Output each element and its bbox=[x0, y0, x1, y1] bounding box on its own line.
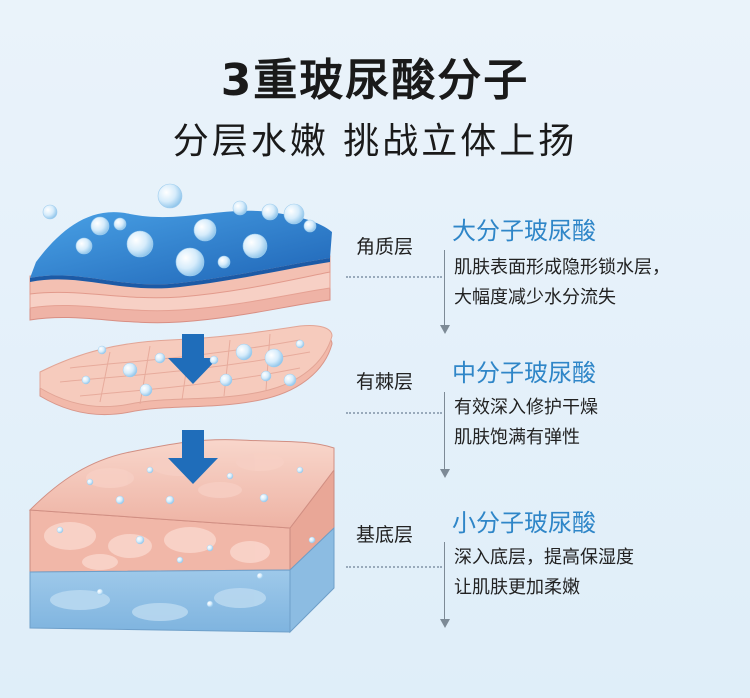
leader-down-arrow-icon bbox=[444, 542, 445, 626]
layer-name-stratum-corneum: 角质层 bbox=[356, 232, 413, 259]
molecule-title-small: 小分子玻尿酸 bbox=[452, 503, 596, 538]
molecule-title-large: 大分子玻尿酸 bbox=[452, 211, 596, 246]
description-line: 让肌肤更加柔嫩 bbox=[454, 573, 634, 603]
description-line: 肌肤表面形成隐形锁水层， bbox=[454, 253, 670, 283]
description-line: 大幅度减少水分流失 bbox=[454, 283, 670, 313]
leader-dots bbox=[346, 566, 442, 568]
layer-name-stratum-spinosum: 有棘层 bbox=[356, 367, 413, 394]
leader-down-arrow-icon bbox=[444, 392, 445, 476]
molecule-title-medium: 中分子玻尿酸 bbox=[452, 353, 596, 388]
layer-description-2: 有效深入修护干燥 肌肤饱满有弹性 bbox=[454, 393, 598, 453]
leader-dots bbox=[346, 412, 442, 414]
description-line: 有效深入修护干燥 bbox=[454, 393, 598, 423]
layer-description-1: 肌肤表面形成隐形锁水层， 大幅度减少水分流失 bbox=[454, 253, 670, 313]
layer-name-basal: 基底层 bbox=[356, 520, 413, 547]
leader-down-arrow-icon bbox=[444, 250, 445, 332]
description-line: 肌肤饱满有弹性 bbox=[454, 423, 598, 453]
description-line: 深入底层，提高保湿度 bbox=[454, 543, 634, 573]
leader-dots bbox=[346, 276, 442, 278]
layer-description-3: 深入底层，提高保湿度 让肌肤更加柔嫩 bbox=[454, 543, 634, 603]
